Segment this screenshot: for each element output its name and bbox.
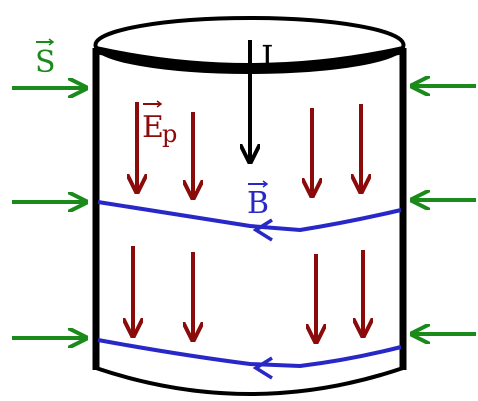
magnetic-field-label-text: B <box>247 186 269 221</box>
current-label: I <box>261 38 274 76</box>
magnetic-field-vector-bar-tip <box>262 180 269 188</box>
electric-field-label-subscript: p <box>162 120 177 148</box>
poynting-label-text: S <box>35 45 56 80</box>
magnetic-field-loop-lower <box>97 338 402 369</box>
magnetic-field-arrowhead-upper <box>252 218 273 242</box>
electric-field-vector-bar-tip <box>156 100 163 108</box>
electric-field-label: E p <box>142 100 177 148</box>
magnetic-field-arrowhead-lower <box>252 356 273 380</box>
poynting-vector-bar-tip <box>48 38 55 46</box>
cylinder-bottom-rim <box>95 366 404 396</box>
electric-field-label-text: E <box>142 110 164 145</box>
magnetic-field-loop-upper <box>97 200 402 233</box>
magnetic-field-label: B <box>247 180 269 221</box>
poynting-label: S <box>35 38 56 80</box>
